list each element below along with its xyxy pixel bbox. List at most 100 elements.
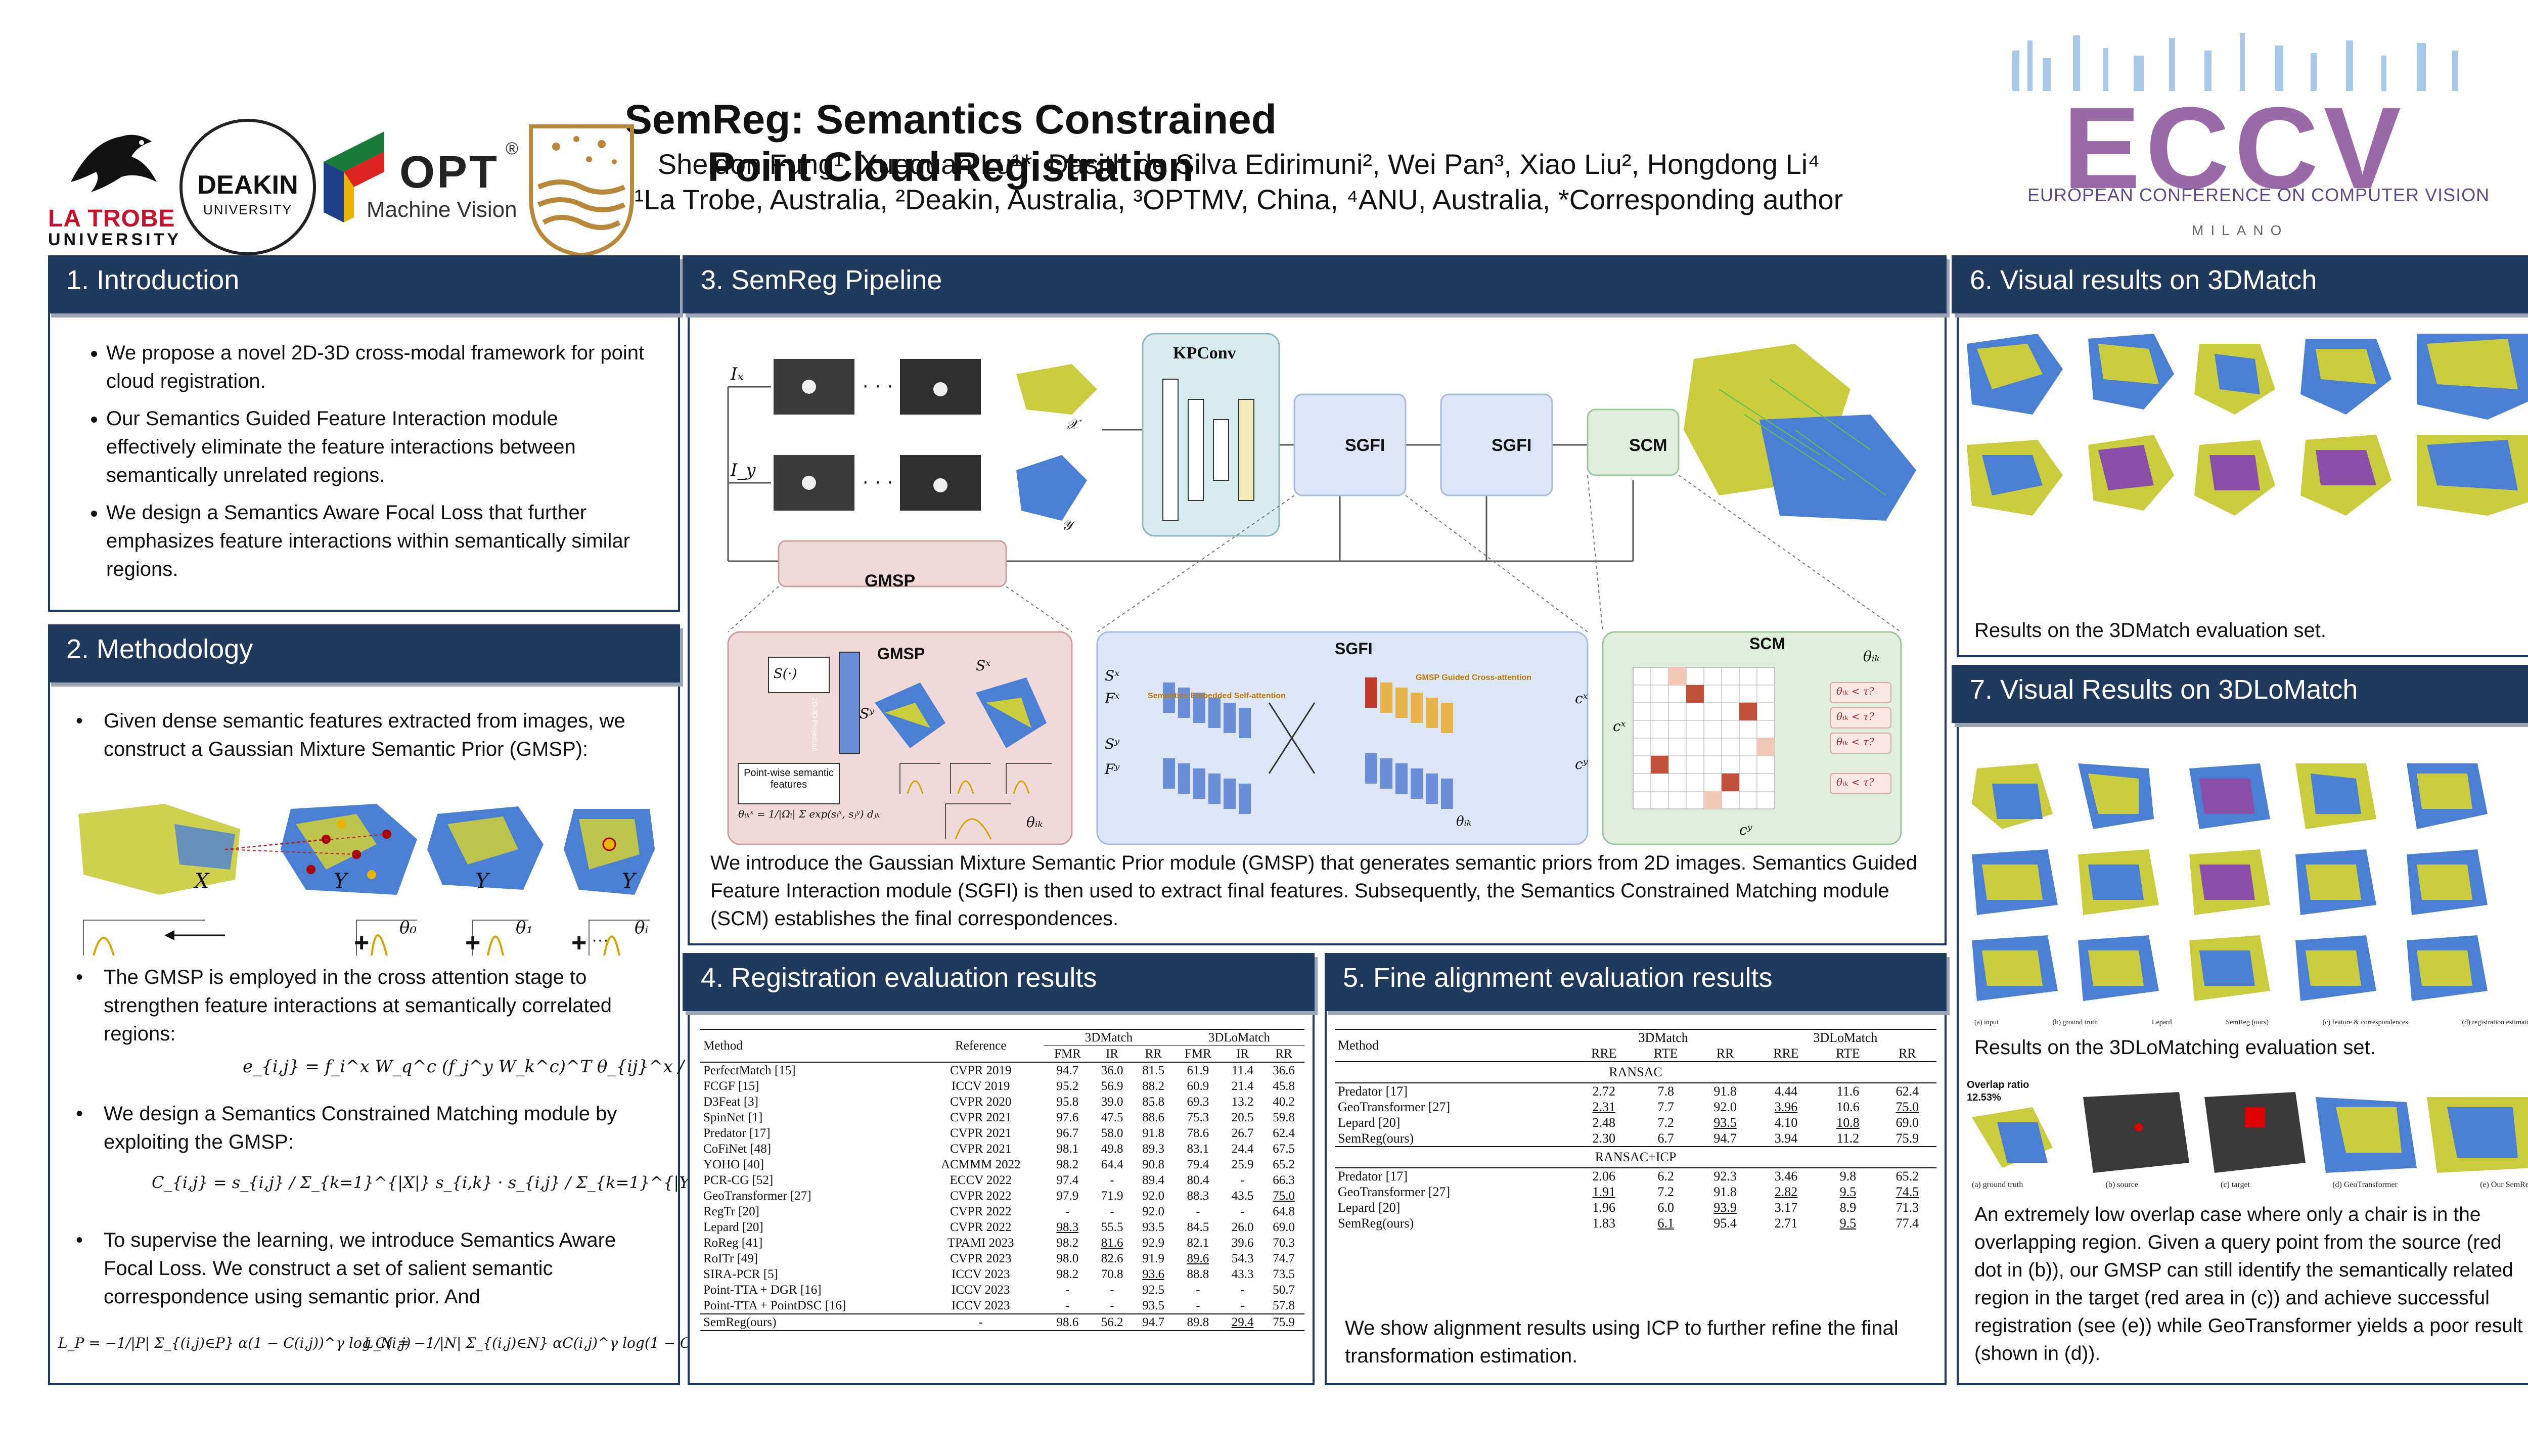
case-label: (e) Our SemReg (2480, 1180, 2528, 1189)
col-head: RRE (1591, 1045, 1617, 1061)
cell: 39.0 (1101, 1095, 1123, 1109)
cell: 49.8 (1101, 1142, 1123, 1156)
latrobe-logo-sub: UNIVERSITY (48, 230, 182, 249)
cell: 89.6 (1187, 1251, 1209, 1265)
cell: 75.3 (1187, 1110, 1209, 1124)
cell: PCR-CG [52] (703, 1173, 774, 1187)
col-head: IR (1236, 1046, 1249, 1061)
cell: 10.8 (1836, 1115, 1860, 1130)
cell: GeoTransformer [27] (1338, 1099, 1451, 1114)
cell: RoITr [49] (703, 1251, 758, 1265)
cell: GeoTransformer [27] (1338, 1184, 1451, 1199)
fine-caption: We show alignment results using ICP to f… (1345, 1317, 1899, 1367)
eccv-logo (2002, 30, 2488, 253)
pipeline-x-label: 𝒳 (1067, 417, 1078, 432)
intro-bullet: Our Semantics Guided Feature Interaction… (106, 404, 650, 489)
pipeline-pointwise-label: Point-wise semantic features (744, 767, 834, 790)
pipeline-cx-label: cˣ (1575, 690, 1588, 707)
cell: 10.6 (1836, 1099, 1860, 1114)
pipeline-sgfi-sy-label: Sʸ (1105, 736, 1120, 752)
method-bullet-text: Given dense semantic features extracted … (104, 710, 625, 760)
cell: 95.4 (1713, 1215, 1737, 1231)
cell: 95.8 (1056, 1095, 1079, 1109)
cell: 29.4 (1231, 1315, 1254, 1329)
cell: 45.8 (1273, 1079, 1295, 1093)
cell: 98.0 (1056, 1251, 1079, 1265)
intro-body: We propose a novel 2D-3D cross-modal fra… (48, 339, 670, 593)
col-method: Method (703, 1038, 743, 1053)
fig-label-y3: Y (622, 870, 636, 893)
col-head: FMR (1054, 1046, 1081, 1061)
pipeline-title: 3. SemReg Pipeline (701, 265, 942, 295)
pipeline-sgfi-sx-label: Sˣ (1105, 667, 1120, 684)
cell: YOHO [40] (703, 1157, 764, 1171)
col-head: RR (1145, 1046, 1162, 1061)
cell: SemReg(ours) (1338, 1215, 1414, 1231)
svg-text:· · ·: · · · (862, 470, 893, 492)
cell: RoReg [41] (703, 1236, 763, 1250)
cell: 92.5 (1142, 1283, 1165, 1297)
cell: 65.2 (1895, 1168, 1919, 1184)
cell: 2.31 (1592, 1099, 1616, 1114)
cell: FCGF [15] (703, 1079, 759, 1093)
visual3dlo-title: 7. Visual Results on 3DLoMatch (1970, 674, 2358, 705)
cell: 89.3 (1142, 1142, 1165, 1156)
visual3dm-grid (1962, 334, 2528, 533)
method-header: 2. Methodology (48, 624, 680, 682)
pipeline-scm-cx-label: cˣ (1613, 718, 1626, 735)
cell: SpinNet [1] (703, 1110, 763, 1124)
eccv-logo-city: MILANO (2192, 222, 2289, 238)
cell: 78.6 (1187, 1126, 1209, 1140)
col-label: SemReg (ours) (2226, 1019, 2269, 1026)
case-label: (d) GeoTransformer (2332, 1180, 2398, 1189)
cell: 94.7 (1142, 1315, 1165, 1329)
cell: 81.6 (1101, 1236, 1123, 1250)
pipeline-diagram: · · · · · · (727, 333, 1916, 845)
affiliation-list: ¹La Trobe, Australia, ²Deakin, Australia… (634, 184, 1843, 215)
cell: CVPR 2021 (950, 1126, 1012, 1140)
cell: Lepard [20] (1338, 1115, 1401, 1130)
col-group-3dlomatch: 3DLoMatch (1813, 1030, 1878, 1045)
cell: D3Feat [3] (703, 1095, 758, 1109)
visual3dlo-header: 7. Visual Results on 3DLoMatch (1952, 665, 2528, 723)
pipeline-self-attn-label: Semantics Embedded Self-attention (1148, 692, 1286, 700)
col-head: RRE (1773, 1045, 1799, 1061)
cell: 25.9 (1231, 1157, 1254, 1171)
cell: 7.8 (1657, 1083, 1675, 1099)
deakin-logo-sub: UNIVERSITY (203, 202, 293, 217)
cell: GeoTransformer [27] (703, 1189, 811, 1203)
cell: 57.8 (1273, 1298, 1295, 1312)
cell: 11.2 (1836, 1130, 1860, 1146)
opt-logo-sub: Machine Vision (367, 197, 517, 222)
pipeline-iy-label: I_y (731, 460, 756, 480)
table-subheader: RANSAC+ICP (1595, 1150, 1677, 1164)
cell: 2.48 (1592, 1115, 1616, 1130)
registration-table-wrap: Method Reference 3DMatch 3DLoMatch FMR I… (700, 1029, 1304, 1331)
cell: 89.4 (1142, 1173, 1165, 1187)
cell: - (1196, 1204, 1200, 1218)
anu-crest-icon (529, 124, 634, 258)
gmsp-prior-figure (78, 804, 655, 956)
opt-logo-mark: ® (506, 139, 519, 158)
cell: 36.6 (1273, 1063, 1295, 1077)
cell: - (1110, 1298, 1114, 1312)
cell: 24.4 (1231, 1142, 1254, 1156)
author-list: Sheldon Fung¹, Xuequan Lu¹*, Dasith de S… (657, 148, 1820, 180)
low-overlap-strip (1972, 1092, 2528, 1173)
svg-text:· · ·: · · · (862, 374, 893, 396)
fig-label-theta0: θ₀ (399, 918, 417, 938)
cell: SIRA-PCR [5] (703, 1267, 778, 1281)
cell: 97.4 (1056, 1173, 1079, 1187)
cell: 93.5 (1142, 1298, 1165, 1312)
visual3dm-caption: Results on the 3DMatch evaluation set. (1974, 619, 2326, 642)
fine-table: Method 3DMatch 3DLoMatch RRE RTE RR RRE … (1335, 1029, 1936, 1231)
opt-flag-icon (324, 131, 384, 222)
